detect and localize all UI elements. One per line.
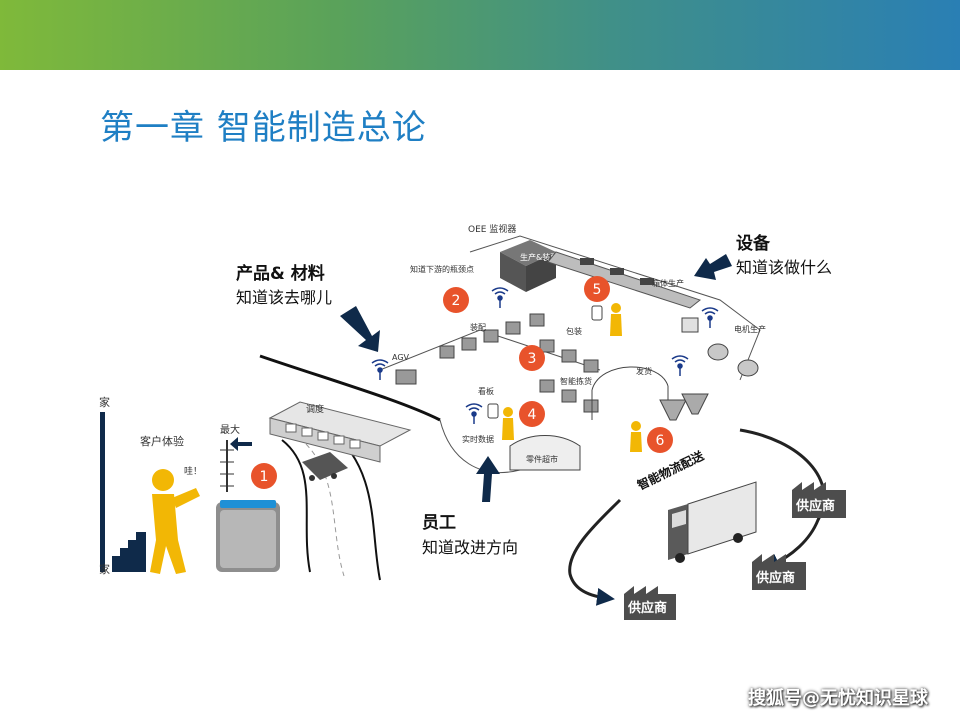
worker-figures <box>502 303 642 452</box>
products-title: 产品& 材料 <box>236 263 325 284</box>
home-label-top: 家 <box>99 395 110 409</box>
products-arrow <box>340 306 380 352</box>
agv-label: AGV <box>392 353 410 362</box>
equipment-subtitle: 知道该做什么 <box>736 258 832 277</box>
conveyor: 箱体生产 电机生产 <box>547 251 766 334</box>
badge-3: 3 <box>519 345 545 371</box>
schedule-building: 调度 <box>268 401 412 463</box>
next-step-label: 知道下游的瓶颈点 <box>410 264 474 274</box>
wifi-icon <box>701 307 719 328</box>
motor-production-label: 电机生产 <box>734 324 766 334</box>
max-meter: 最大 <box>220 423 252 492</box>
logistics-label: 智能物流配送 <box>634 447 707 493</box>
badge-6: 6 <box>647 427 673 453</box>
customer-experience-label: 客户体验 <box>140 434 184 448</box>
packing-label: 包装 <box>566 326 582 336</box>
header-band <box>0 0 960 70</box>
staff-title: 员工 <box>422 513 456 533</box>
supplier-2-label: 供应商 <box>755 570 795 586</box>
assembly-label: 装配 <box>470 322 486 332</box>
supplier-factory-3: 供应商 <box>792 482 846 518</box>
body-production-label: 箱体生产 <box>652 278 684 288</box>
svg-text:1: 1 <box>260 469 269 485</box>
roads <box>259 354 441 581</box>
product-box <box>216 500 280 572</box>
worker-figure <box>630 421 642 452</box>
delivery-truck <box>668 481 757 563</box>
tablet-icons <box>487 305 603 419</box>
wifi-icon <box>465 403 483 424</box>
wifi-icon <box>671 355 689 376</box>
workshop-supermarket-label: 零件超市 <box>526 454 558 464</box>
staff-subtitle: 知道改进方向 <box>422 538 518 557</box>
road-truck <box>302 452 348 481</box>
svg-text:2: 2 <box>452 293 461 309</box>
motor-rolls <box>681 317 759 377</box>
oee-monitor: OEE 监视器 生产&装配 <box>468 223 558 292</box>
wifi-icon <box>491 287 509 308</box>
wifi-icon <box>371 359 389 380</box>
equipment-title: 设备 <box>736 233 771 254</box>
shipping-label: 发货 <box>636 366 652 376</box>
svg-text:4: 4 <box>528 407 537 423</box>
callout-arrows <box>340 254 732 502</box>
badge-2: 2 <box>443 287 469 313</box>
supplier-factory-1: 供应商 <box>624 586 676 620</box>
numbered-badges: 1 2 3 4 5 6 <box>251 276 673 489</box>
kanban-label: 看板 <box>478 386 494 396</box>
watermark: 搜狐号@无忧知识星球 <box>748 688 928 709</box>
schedule-label: 调度 <box>306 403 324 415</box>
badge-1: 1 <box>251 463 277 489</box>
oee-monitor-label: OEE 监视器 <box>468 223 516 235</box>
slide-title: 第一章 智能制造总论 <box>100 108 427 148</box>
funnels <box>659 393 709 421</box>
supplier-3-label: 供应商 <box>795 498 835 514</box>
badge-4: 4 <box>519 401 545 427</box>
worker-figure <box>610 303 622 336</box>
factory-floor <box>379 235 761 474</box>
staff-arrow <box>476 456 500 502</box>
realtime-data-label: 实时数据 <box>462 434 494 444</box>
equipment-arrow <box>694 254 732 280</box>
smart-picking-label: 智能拣货 <box>560 376 592 386</box>
callout-staff: 员工 知道改进方向 <box>422 513 518 557</box>
svg-text:3: 3 <box>528 351 537 367</box>
callout-products: 产品& 材料 知道该去哪儿 <box>236 263 332 307</box>
supplier-1-label: 供应商 <box>627 600 667 616</box>
home-label-bottom: 家 <box>99 562 110 576</box>
wow-label: 哇！ <box>184 466 202 477</box>
badge-5: 5 <box>584 276 610 302</box>
machine-line <box>439 313 599 413</box>
workshop-supermarket: 零件超市 <box>509 435 581 471</box>
products-subtitle: 知道该去哪儿 <box>236 288 332 307</box>
supplier-factory-2: 供应商 <box>752 554 806 590</box>
production-area-label: 生产&装配 <box>520 252 558 262</box>
wifi-icons <box>371 287 719 424</box>
callout-equipment: 设备 知道该做什么 <box>736 233 832 277</box>
max-label: 最大 <box>220 423 240 436</box>
svg-text:6: 6 <box>656 433 665 449</box>
agv: AGV <box>392 353 417 385</box>
home-gauge: 家 家 <box>99 395 146 576</box>
worker-figure <box>502 407 514 440</box>
shipping-arch <box>591 366 669 420</box>
svg-text:5: 5 <box>593 282 602 298</box>
customer-figure: 客户体验 哇！ <box>140 434 202 574</box>
